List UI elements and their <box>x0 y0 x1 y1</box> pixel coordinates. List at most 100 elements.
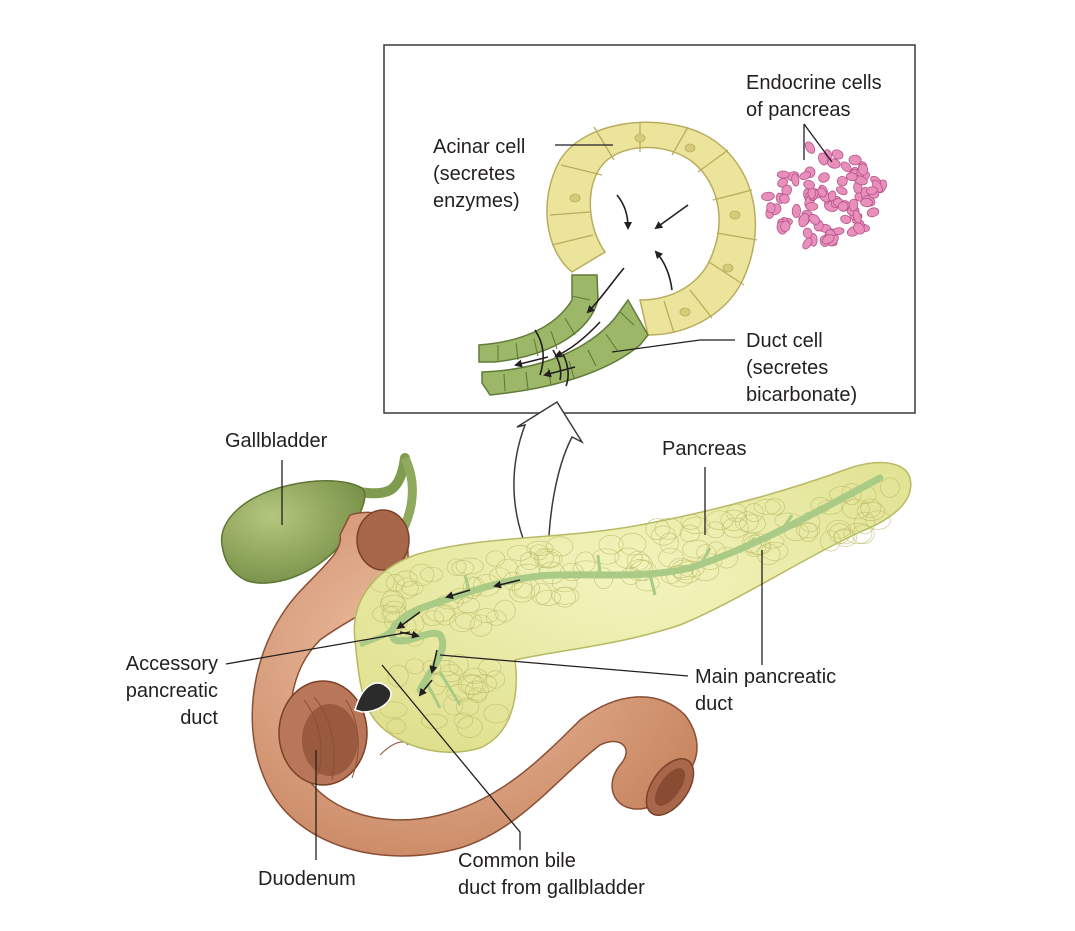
pancreas-lobule <box>654 517 683 540</box>
duct-cells <box>478 274 649 396</box>
pancreas-lobule <box>469 614 493 637</box>
label-acinar-line2: (secretes <box>433 163 515 185</box>
gallbladder <box>220 479 366 584</box>
pancreas-lobule <box>598 535 624 555</box>
endocrine-cell <box>798 212 810 228</box>
endocrine-cell <box>846 172 858 182</box>
pancreas-lobule <box>409 563 435 587</box>
pancreas-lobule <box>645 518 670 540</box>
label-endocrine-line2: of pancreas <box>746 99 851 121</box>
acinar-cell-borders <box>549 122 758 334</box>
pancreas-lobule <box>485 550 506 567</box>
pancreas-lobule <box>451 559 475 577</box>
pancreas-lobule <box>696 553 723 570</box>
duct-wall-inner <box>478 274 599 363</box>
pancreas-lobule <box>764 498 786 516</box>
endocrine-cell <box>840 161 852 173</box>
pancreas-lobule <box>843 522 873 545</box>
pancreas-lobule <box>453 712 473 729</box>
pancreas-lobule <box>387 664 409 688</box>
label-acinar-line1: Acinar cell <box>433 136 525 158</box>
pancreas-lobule <box>509 582 536 603</box>
endocrine-cell <box>852 210 862 224</box>
endocrine-cell <box>799 171 811 181</box>
pancreas-lobule <box>826 519 852 539</box>
pancreas-lobule <box>426 605 455 622</box>
pancreas-lobule <box>485 670 506 689</box>
jejunum-end <box>645 758 695 816</box>
pancreas-lobule <box>614 547 643 569</box>
label-bile-line2: duct from gallbladder <box>458 877 645 899</box>
pancreas-lobule <box>744 503 764 523</box>
label-accessory-line3: duct <box>180 707 218 729</box>
acinus <box>546 121 758 336</box>
pancreas-lobule <box>535 548 563 569</box>
pancreas-lobule <box>535 589 562 606</box>
endocrine-cell <box>866 207 880 218</box>
endocrine-cell <box>836 175 848 187</box>
endocrine-cell <box>791 173 800 187</box>
main-pancreatic-duct <box>388 474 884 694</box>
endocrine-cell <box>840 214 852 224</box>
leader-duct-cell <box>611 339 735 353</box>
pancreas-lobule <box>753 498 781 515</box>
endocrine-cell <box>853 222 865 235</box>
flow-arrows <box>514 194 689 387</box>
pancreas-lobule <box>734 511 759 532</box>
pancreas-lobule <box>682 516 711 534</box>
endocrine-cell <box>808 213 821 225</box>
pancreas-lobule <box>434 604 456 626</box>
pancreas-lobule <box>446 683 475 702</box>
ampulla <box>354 682 392 713</box>
pancreas-lobule <box>817 499 843 515</box>
pancreas-lobule <box>455 557 484 575</box>
duodenum-folds <box>303 696 409 781</box>
endocrine-cell <box>766 202 776 214</box>
endocrine-cell <box>860 197 873 208</box>
pancreas-lobule <box>760 541 789 561</box>
endocrine-cell <box>848 154 862 166</box>
pancreas-lobule <box>386 718 406 735</box>
endocrine-cell <box>805 202 819 211</box>
pancreas-lobule <box>841 483 862 506</box>
pancreas-lobule <box>554 586 576 608</box>
pancreas-lobule <box>860 498 882 518</box>
pancreas-lobule <box>795 522 821 539</box>
pancreas-lobule <box>462 667 488 684</box>
endocrine-cell <box>777 177 788 188</box>
label-accessory-line2: pancreatic <box>126 680 218 702</box>
endocrine-cell <box>837 201 849 212</box>
pancreas-lobule <box>721 517 749 538</box>
endocrine-cell <box>848 198 859 212</box>
endocrine-cell <box>818 172 830 183</box>
inset-panel: Endocrine cells of pancreas Acinar cell … <box>383 44 916 414</box>
pancreas-lobule <box>456 716 483 738</box>
pancreas-lobule <box>851 524 875 545</box>
leader-endocrine <box>803 123 833 163</box>
pancreas-lobule <box>526 540 554 556</box>
endocrine-cell <box>818 152 829 166</box>
pancreas-lobule <box>449 612 475 632</box>
endocrine-cell <box>804 141 816 154</box>
accessory-duct-path <box>359 602 431 648</box>
label-accessory-line1: Accessory <box>126 653 218 675</box>
leader-bile-duct <box>381 664 521 850</box>
pancreas-lobule <box>455 697 480 717</box>
pancreas-lobule <box>464 680 489 701</box>
pancreas-lobule <box>369 571 395 593</box>
pancreas-lobule <box>739 514 766 534</box>
pancreas-lobule <box>405 658 425 675</box>
magnify-arrow <box>513 400 585 566</box>
pancreas-lobule <box>705 510 734 530</box>
acinar-nuclei <box>569 133 741 317</box>
endocrine-cell <box>761 191 775 202</box>
label-gallbladder: Gallbladder <box>225 430 328 452</box>
endocrine-cell <box>780 220 791 232</box>
pancreas-lobule <box>380 594 407 614</box>
label-main-duct-line1: Main pancreatic <box>695 666 836 688</box>
endocrine-cell <box>817 187 827 198</box>
pancreas-lobule <box>658 547 684 568</box>
endocrine-cell <box>857 163 869 176</box>
duodenum-upper-opening <box>356 509 410 571</box>
